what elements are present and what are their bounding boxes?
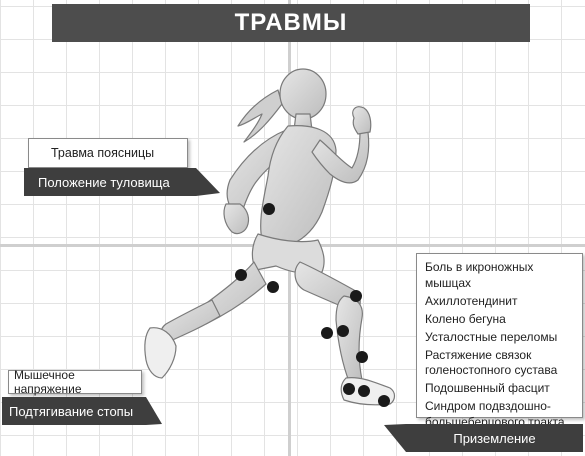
lower-left-phase-tab: Подтягивание стопы (2, 397, 148, 425)
list-item: Колено бегуна (425, 311, 506, 326)
list-item: Растяжение связок голеностопного сустава (425, 347, 558, 378)
list-item: Ахиллотендинит (425, 293, 518, 308)
list-item: Подошвенный фасцит (425, 381, 550, 395)
lower-left-injury-text: Мышечное напряжение (14, 368, 82, 396)
list-item: Усталостные переломы (425, 329, 558, 344)
upper-phase-tab: Положение туловища (24, 168, 200, 196)
upper-injury-label: Травма поясницы (28, 138, 188, 168)
upper-phase-text: Положение туловища (38, 174, 170, 190)
lower-left-phase-text: Подтягивание стопы (9, 403, 134, 419)
landing-phase-text: Приземление (453, 430, 536, 446)
lower-left-injury-label: Мышечное напряжение (8, 368, 142, 396)
page-title: ТРАВМЫ (52, 4, 530, 42)
landing-phase-tab: Приземление (406, 424, 583, 452)
upper-injury-text: Травма поясницы (51, 146, 155, 160)
list-item: Боль в икроножных мышцах (425, 260, 534, 290)
landing-injuries-list: Боль в икроножных мышцах Ахиллотендинит … (416, 253, 583, 429)
